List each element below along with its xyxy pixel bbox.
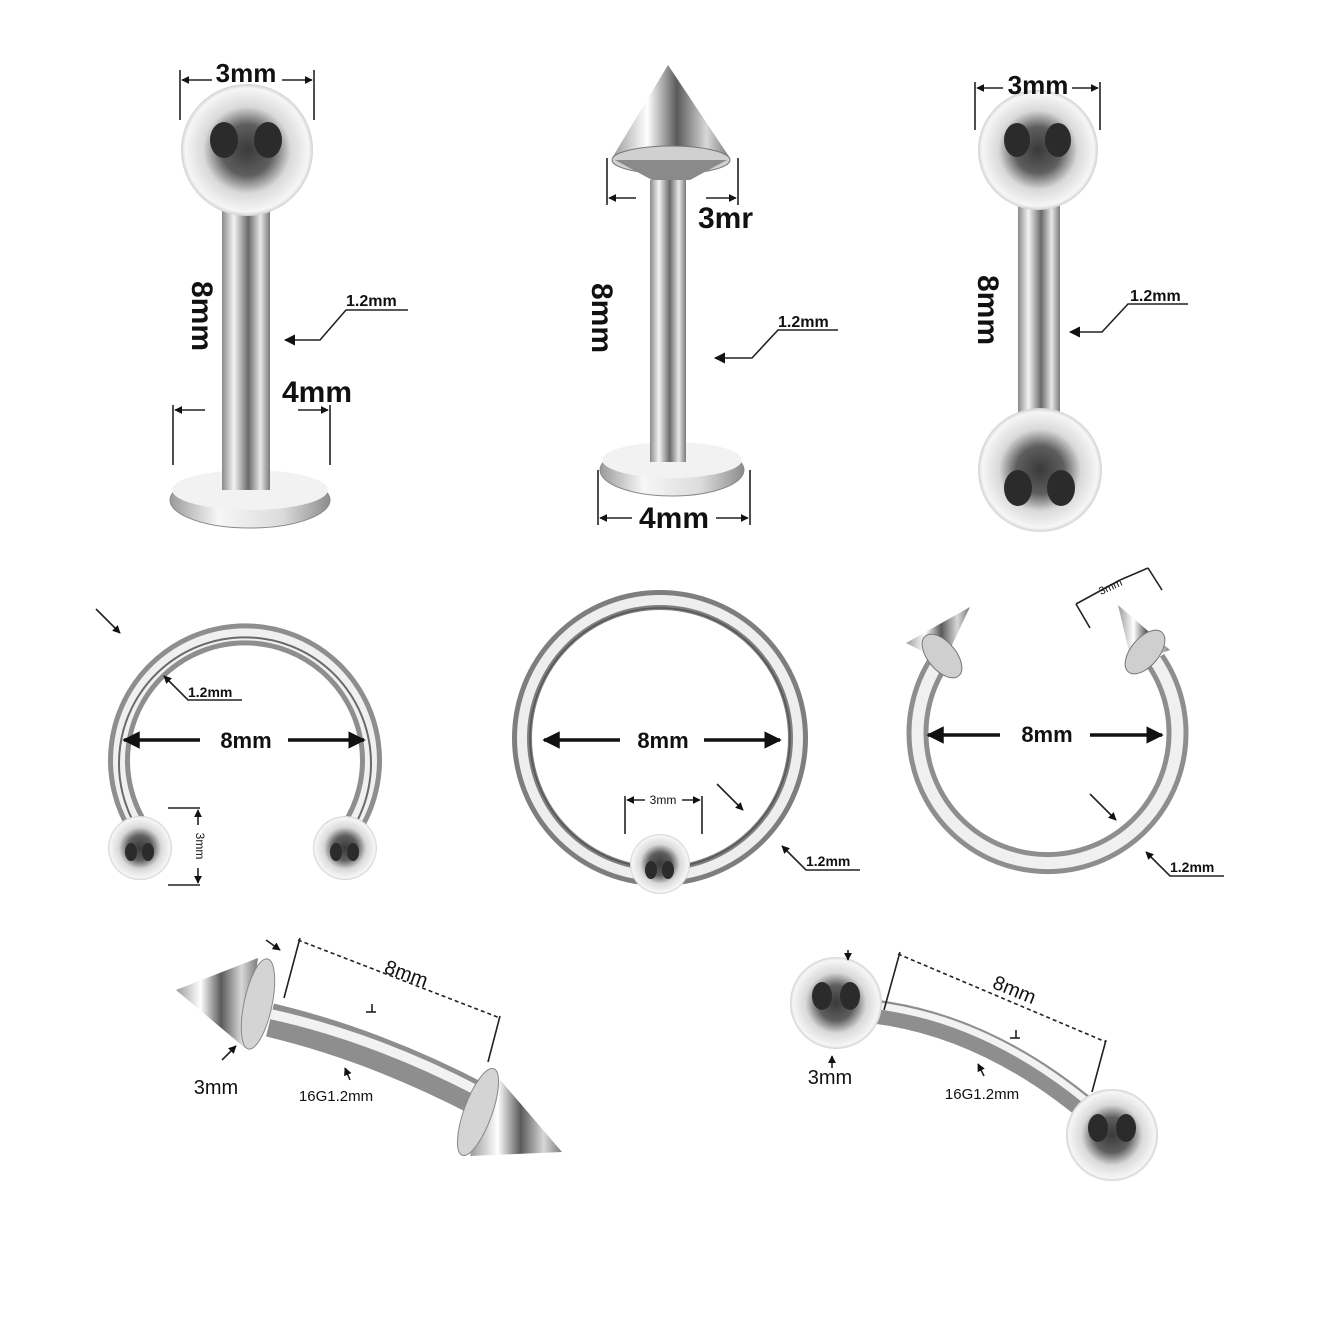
banana-spike-item: 8mm 3mm 16G1.2mm: [176, 937, 562, 1156]
labret-spike-item: 3mr 8mm 1.2mm 4mm: [585, 65, 838, 535]
banana-ball-right-ball: [1066, 1089, 1158, 1181]
horseshoe-item: 1.2mm 8mm 3mm: [95, 608, 382, 886]
labret-spike-spike-size: 3mr: [698, 202, 753, 235]
banana-spike-left-cone: [176, 958, 258, 1048]
bcr-ball-size: 3mm: [650, 793, 677, 807]
barbell-ball-size: 3mm: [1008, 70, 1069, 100]
horseshoe-spike-item: 3mm 8mm 1.2mm: [906, 567, 1224, 877]
labret-ball-gauge: 1.2mm: [346, 293, 397, 310]
horseshoe-right-ball: [313, 816, 377, 880]
banana-spike-length: 8mm: [381, 956, 430, 992]
bcr-ball: [630, 834, 690, 894]
horseshoe-spike-diameter: 8mm: [1021, 722, 1072, 747]
horseshoe-spike-left-cone: [906, 607, 970, 662]
labret-ball-ball: [181, 84, 313, 216]
barbell-item: 3mm 8mm 1.2mm: [971, 70, 1188, 532]
bcr-diameter: 8mm: [637, 728, 688, 753]
horseshoe-diameter: 8mm: [220, 728, 271, 753]
labret-spike-cone: [612, 65, 730, 158]
horseshoe-spike-spike-size: 3mm: [1097, 577, 1124, 598]
labret-ball-length: 8mm: [185, 281, 218, 351]
banana-ball-ball-size: 3mm: [808, 1067, 852, 1089]
horseshoe-ball-size: 3mm: [193, 833, 207, 860]
bcr-item: 8mm 3mm 1.2mm: [512, 590, 860, 894]
horseshoe-gauge: 1.2mm: [188, 684, 232, 700]
labret-ball-ball-size: 3mm: [216, 58, 277, 88]
banana-ball-left-ball: [790, 957, 882, 1049]
horseshoe-spike-gauge: 1.2mm: [1170, 859, 1214, 875]
horseshoe-left-ball: [108, 816, 172, 880]
banana-spike-bar: [266, 1003, 488, 1116]
labret-ball-post: [222, 205, 270, 485]
banana-ball-bar: [858, 998, 1098, 1122]
barbell-bottom-ball: [978, 408, 1102, 532]
labret-ball-item: 3mm 8mm 1.2mm 4mm: [169, 58, 408, 529]
labret-spike-length: 8mm: [585, 283, 618, 353]
barbell-length: 8mm: [971, 275, 1004, 345]
barbell-gauge: 1.2mm: [1130, 288, 1181, 305]
labret-spike-disc-size: 4mm: [639, 502, 709, 535]
banana-ball-item: 8mm 3mm 16G1.2mm: [790, 950, 1158, 1181]
labret-spike-post: [650, 180, 686, 470]
banana-spike-gauge: 16G1.2mm: [299, 1088, 373, 1105]
bcr-gauge: 1.2mm: [806, 853, 850, 869]
banana-spike-spike-size: 3mm: [194, 1077, 238, 1099]
banana-ball-gauge: 16G1.2mm: [945, 1086, 1019, 1103]
labret-spike-gauge: 1.2mm: [778, 314, 829, 331]
barbell-top-ball: [978, 90, 1098, 210]
labret-ball-disc-size: 4mm: [282, 376, 352, 409]
